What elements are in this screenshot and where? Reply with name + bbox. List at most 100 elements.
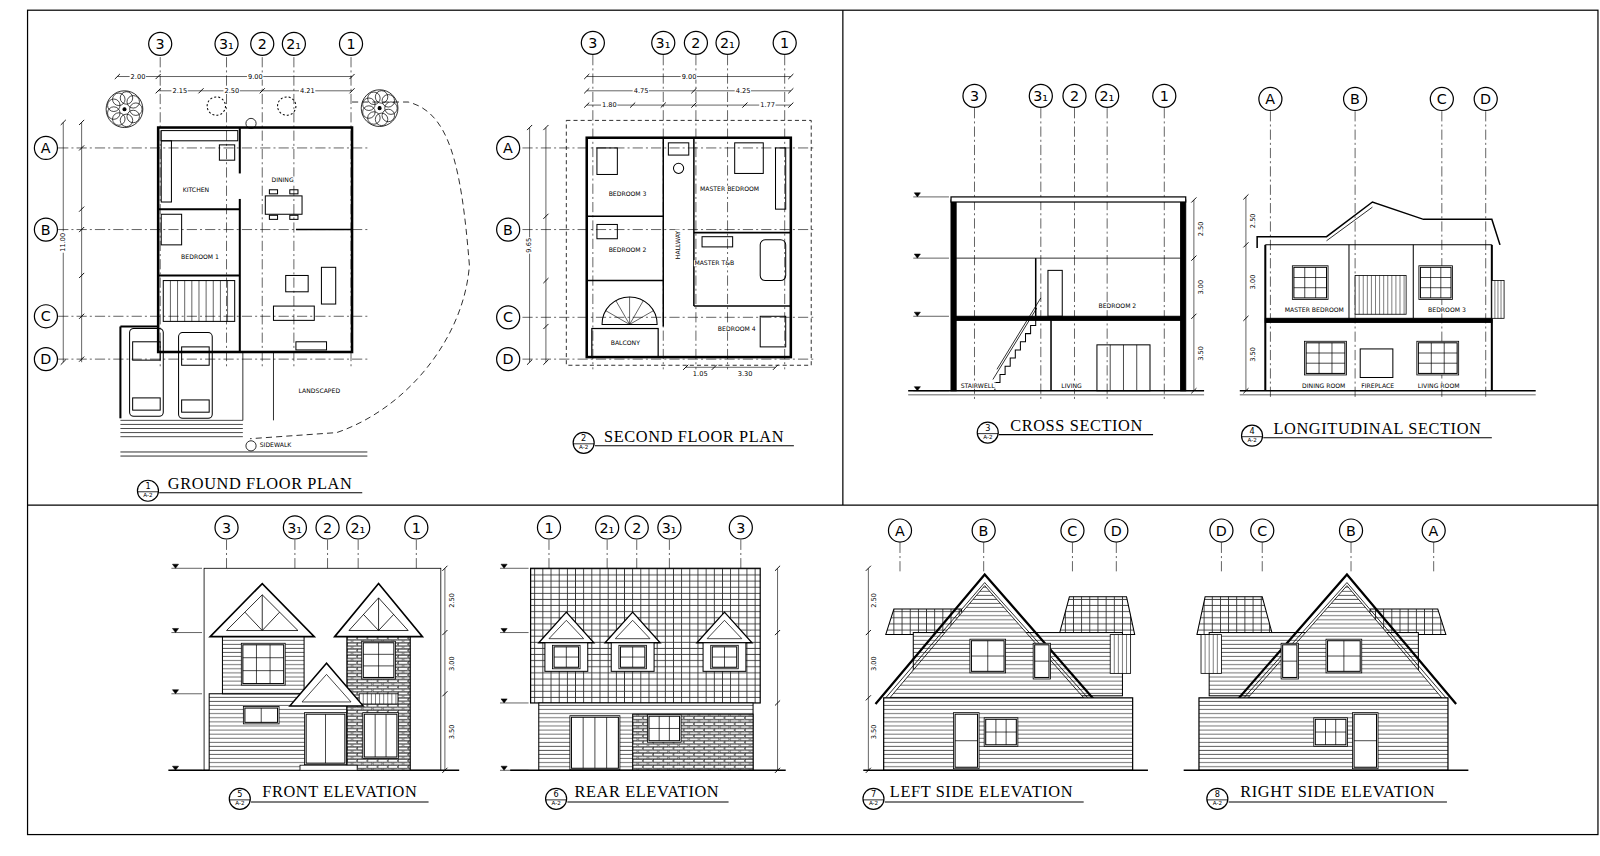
dimension-line: [868, 568, 869, 770]
window-frame: [619, 645, 647, 668]
dimension-tick: [198, 88, 203, 93]
roof-profile: [1257, 202, 1500, 248]
grid-bubble: A: [1421, 518, 1445, 542]
bubble-circle: [625, 516, 648, 539]
drawing-number: 7: [871, 791, 876, 799]
grid-line: [1355, 111, 1356, 400]
bubble-text: A: [1258, 87, 1282, 111]
mullion: [1035, 661, 1049, 662]
bubble-text: 3: [962, 84, 986, 108]
window: [554, 647, 578, 667]
grid-bubble: 2: [684, 31, 708, 55]
window-frame: [647, 715, 681, 743]
window-frame: [1353, 713, 1379, 769]
bubble-text: 2₁: [595, 515, 619, 539]
grid-line: [262, 57, 263, 369]
grid-label: A: [41, 141, 51, 155]
room-label: BALCONY: [610, 340, 641, 346]
view-title: REAR ELEVATION: [573, 783, 720, 800]
grid-label: B: [1350, 92, 1360, 106]
bubble-text: D: [1104, 518, 1128, 542]
bubble-text: C: [1430, 87, 1454, 111]
room-label: BEDROOM 2: [608, 247, 648, 253]
dimension-tick: [788, 74, 793, 79]
grid-label: 3₁: [287, 520, 302, 534]
porch-step: [300, 765, 357, 770]
mullion: [606, 717, 607, 768]
railing: [1492, 281, 1504, 319]
railing-bar: [395, 694, 396, 704]
bubble-circle: [1153, 84, 1176, 107]
mullion: [1294, 287, 1327, 288]
dimension-text: 2.50: [1250, 212, 1257, 229]
bubble-circle: [316, 516, 339, 539]
grid-bubble: 3: [581, 31, 605, 55]
bubble-circle: [282, 32, 305, 55]
wall-line: [693, 138, 695, 306]
spiral-stair: [602, 297, 657, 325]
grid-line: [974, 108, 975, 400]
grid-bubble: C: [1430, 87, 1454, 111]
dimension-text: 3.00: [449, 655, 456, 672]
window: [306, 714, 345, 763]
grid-line: [899, 543, 900, 572]
window: [1306, 343, 1345, 374]
mullion: [386, 714, 387, 757]
view-title: FRONT ELEVATION: [261, 783, 418, 800]
bubble-text: 3₁: [1029, 84, 1053, 108]
grid-line: [522, 229, 816, 230]
grid-line: [1485, 111, 1486, 400]
vanity: [702, 237, 733, 247]
bubble-circle: [34, 136, 57, 159]
window-frame: [243, 707, 279, 724]
bubble-circle: [716, 31, 739, 54]
dimension-tick: [442, 691, 447, 696]
section-marker: [246, 441, 256, 451]
dimension-text: 3.00: [1198, 278, 1205, 295]
level-marker: [501, 699, 507, 703]
railing-bar: [1399, 275, 1400, 314]
bubble-text: 3₁: [657, 515, 681, 539]
view-title: GROUND FLOOR PLAN: [167, 475, 354, 492]
gable-truss: [379, 614, 394, 630]
window-frame: [1326, 639, 1362, 673]
bubble-circle: [1210, 519, 1233, 542]
railing-bar: [1379, 275, 1380, 314]
view-title: LONGITUDINAL SECTION: [1272, 420, 1482, 437]
bubble-circle: [546, 788, 567, 809]
dormer-gable: [539, 612, 594, 643]
dimension-tick: [691, 88, 696, 93]
level-marker: [172, 628, 178, 632]
car-glass: [182, 347, 210, 365]
grid-bubble: D: [1209, 518, 1233, 542]
bubble-circle: [215, 516, 238, 539]
grid-line: [1072, 543, 1073, 572]
wall-line: [158, 208, 240, 210]
bubble-circle: [581, 31, 604, 54]
mullion: [554, 657, 578, 658]
grid-label: 1: [780, 36, 789, 50]
mullion: [1420, 287, 1451, 288]
railing-bar: [387, 694, 388, 704]
window: [1315, 719, 1346, 745]
bubble-text: D: [1473, 87, 1497, 111]
bubble-text: 2₁: [715, 31, 739, 55]
grid-bubble: 1: [1152, 84, 1176, 108]
grid-line: [607, 540, 608, 569]
room-label: BEDROOM 3: [608, 191, 648, 197]
dimension-line: [1193, 200, 1194, 391]
ground-line: [510, 769, 786, 771]
railing-bar: [363, 694, 364, 704]
grid-line: [522, 359, 816, 360]
grid-line: [58, 229, 369, 230]
dimension-line: [81, 122, 82, 362]
bed: [597, 148, 617, 175]
dimension-text: 3.50: [1250, 346, 1257, 363]
kitchen-counter: [161, 131, 238, 141]
drawing-number-bubble: 7A-2: [862, 788, 884, 810]
window: [363, 643, 394, 678]
door: [1097, 345, 1150, 391]
dimension-text: 3.50: [1198, 345, 1205, 362]
level-marker: [501, 766, 507, 770]
